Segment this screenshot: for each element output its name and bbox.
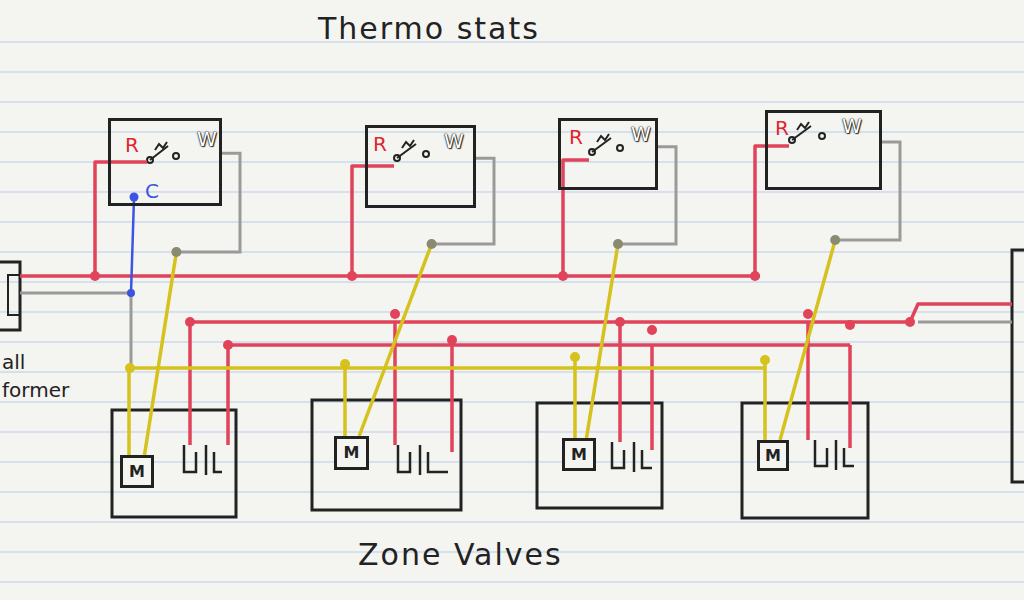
- diagram-title: Thermo stats: [318, 14, 540, 44]
- thermostat-box: RW: [558, 118, 658, 190]
- splice-dot: [830, 235, 840, 245]
- transformer-label: former: [2, 380, 69, 400]
- splice-dot: [171, 247, 181, 257]
- terminal-label: R: [569, 127, 583, 147]
- terminal-label: R: [373, 134, 387, 154]
- yellow-lead: [586, 244, 618, 438]
- grey-lead: [176, 153, 240, 252]
- valve-motor-box: M: [757, 440, 789, 471]
- transformer-label: all: [2, 352, 25, 372]
- terminal-label: R: [125, 135, 139, 155]
- valve-motor-box: M: [334, 436, 369, 470]
- thermostat-box: RW: [765, 110, 882, 190]
- valve-motor-box: M: [562, 438, 596, 471]
- motor-label: M: [344, 445, 360, 461]
- terminal-label: W: [842, 116, 862, 136]
- terminal-label: C: [145, 181, 159, 201]
- terminal-label: W: [631, 124, 651, 144]
- motor-label: M: [571, 447, 587, 463]
- splice-dot: [613, 239, 623, 249]
- motor-label: M: [765, 448, 781, 464]
- grey-lead: [432, 158, 494, 244]
- terminal-label: W: [444, 131, 464, 151]
- thermostat-box: RW: [365, 125, 476, 208]
- thermostat-wire: [586, 147, 676, 438]
- terminal-label: R: [775, 118, 789, 138]
- motor-label: M: [129, 464, 145, 480]
- grey-lead: [618, 147, 676, 244]
- thermostat-wire: [780, 142, 900, 440]
- yellow-lead: [359, 244, 431, 436]
- yellow-lead: [780, 240, 835, 440]
- splice-dot: [427, 239, 437, 249]
- thermostat-box: R W C: [108, 118, 222, 206]
- grey-lead: [835, 142, 900, 240]
- yellow-lead: [144, 252, 176, 455]
- thermostat-wire: [144, 153, 240, 455]
- diagram-caption: Zone Valves: [358, 540, 563, 570]
- terminal-label: W: [197, 129, 217, 149]
- valve-motor-box: M: [120, 455, 154, 488]
